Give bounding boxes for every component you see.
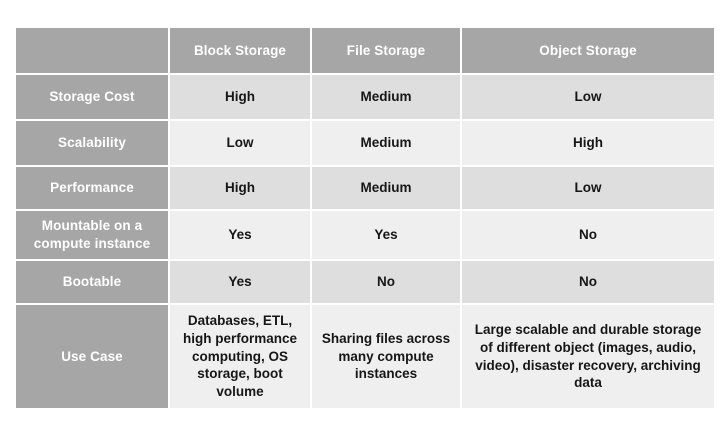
row-header-mountable-on-a-compute-instance: Mountable on a compute instance — [16, 211, 168, 259]
header-row: Block Storage File Storage Object Storag… — [16, 28, 714, 73]
row-header-bootable: Bootable — [16, 261, 168, 303]
cell-use-case-block: Databases, ETL, high performance computi… — [170, 305, 310, 408]
table-row: Use Case Databases, ETL, high performanc… — [16, 305, 714, 408]
table-row: Storage Cost High Medium Low — [16, 75, 714, 119]
table-corner-cell — [16, 28, 168, 73]
table-row: Performance High Medium Low — [16, 167, 714, 209]
row-header-storage-cost: Storage Cost — [16, 75, 168, 119]
cell-use-case-object: Large scalable and durable storage of di… — [462, 305, 714, 408]
comparison-table-container: Block Storage File Storage Object Storag… — [14, 26, 716, 420]
cell-mountable-file: Yes — [312, 211, 460, 259]
cell-storage-cost-object: Low — [462, 75, 714, 119]
column-header-object-storage: Object Storage — [462, 28, 714, 73]
table-row: Scalability Low Medium High — [16, 121, 714, 165]
cell-bootable-file: No — [312, 261, 460, 303]
cell-scalability-object: High — [462, 121, 714, 165]
cell-performance-block: High — [170, 167, 310, 209]
column-header-block-storage: Block Storage — [170, 28, 310, 73]
cell-scalability-file: Medium — [312, 121, 460, 165]
table-row: Mountable on a compute instance Yes Yes … — [16, 211, 714, 259]
cell-performance-object: Low — [462, 167, 714, 209]
row-header-scalability: Scalability — [16, 121, 168, 165]
cell-performance-file: Medium — [312, 167, 460, 209]
cell-use-case-file: Sharing files across many compute instan… — [312, 305, 460, 408]
table-header: Block Storage File Storage Object Storag… — [16, 28, 714, 73]
table-row: Bootable Yes No No — [16, 261, 714, 303]
cell-bootable-block: Yes — [170, 261, 310, 303]
row-header-use-case: Use Case — [16, 305, 168, 408]
cell-mountable-object: No — [462, 211, 714, 259]
storage-comparison-table: Block Storage File Storage Object Storag… — [14, 26, 716, 410]
row-header-performance: Performance — [16, 167, 168, 209]
table-body: Storage Cost High Medium Low Scalability… — [16, 75, 714, 408]
column-header-file-storage: File Storage — [312, 28, 460, 73]
cell-mountable-block: Yes — [170, 211, 310, 259]
cell-scalability-block: Low — [170, 121, 310, 165]
cell-bootable-object: No — [462, 261, 714, 303]
cell-storage-cost-file: Medium — [312, 75, 460, 119]
cell-storage-cost-block: High — [170, 75, 310, 119]
